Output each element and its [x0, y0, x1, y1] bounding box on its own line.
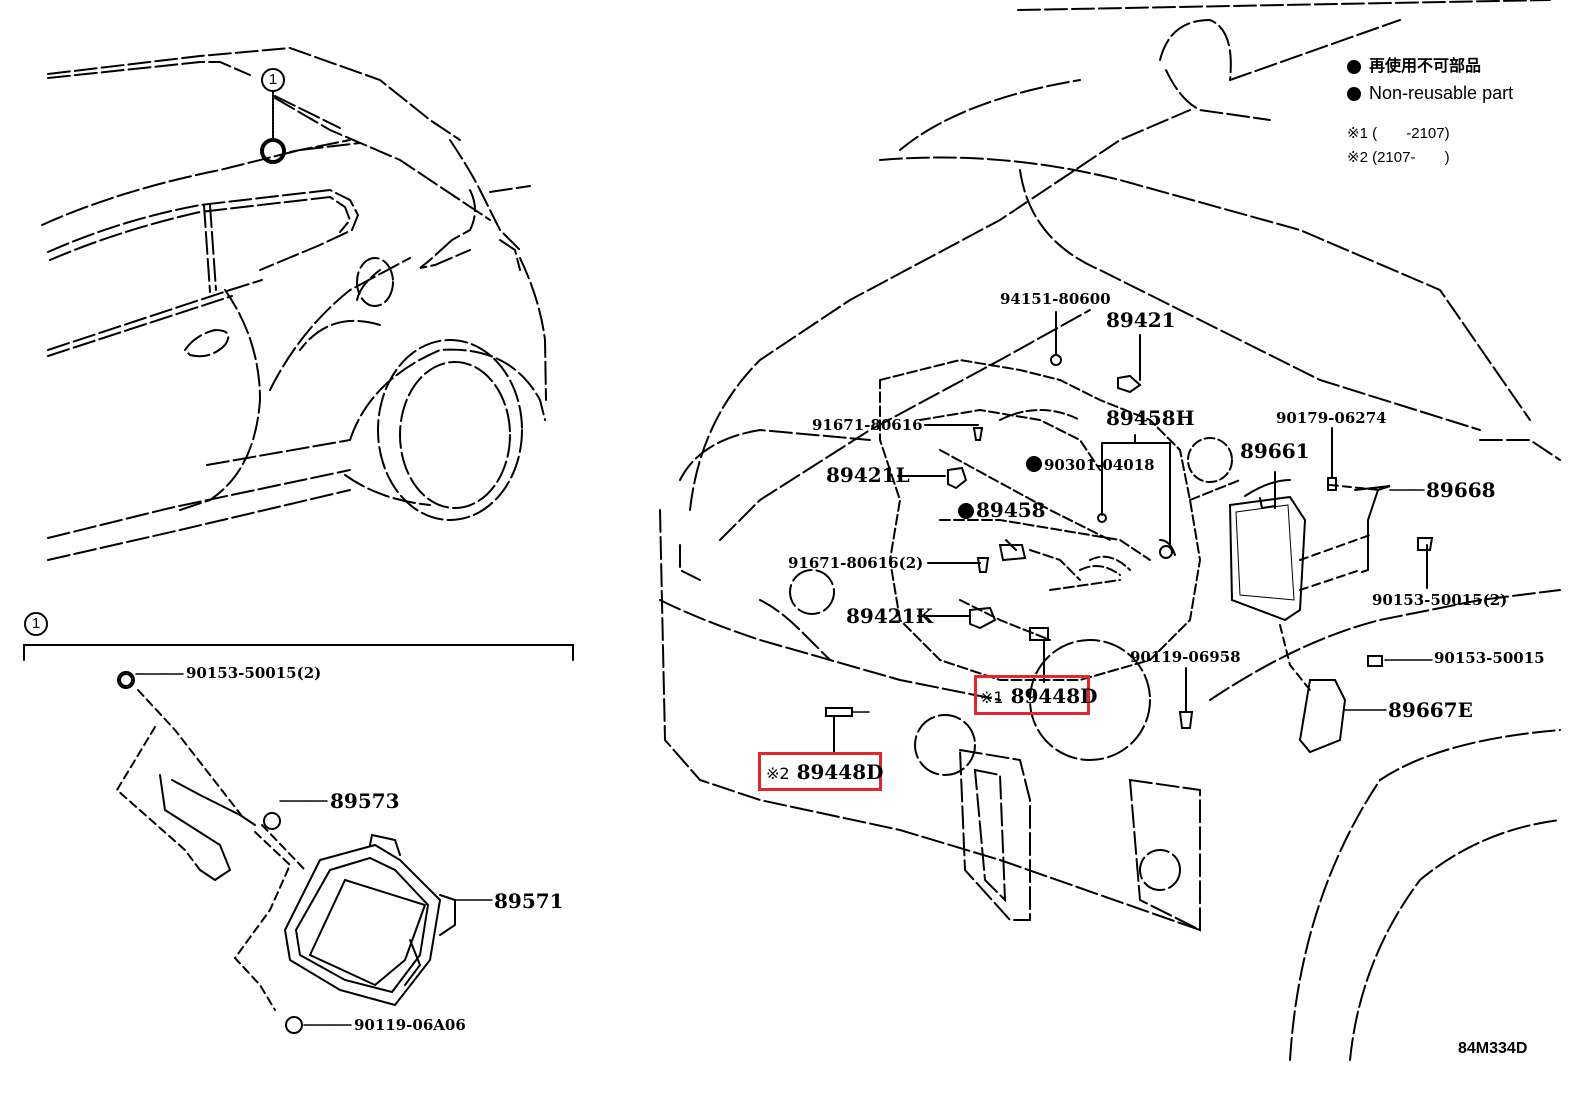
legend-jp-text: 再使用不可部品 [1369, 58, 1482, 75]
detail-callout-circle-1: 1 [24, 612, 48, 636]
part-label-89458h[interactable]: 89458H [1106, 406, 1195, 430]
part-label-89421k[interactable]: 89421K [846, 604, 933, 628]
part-label-90301-04018[interactable]: 90301-04018 [1026, 456, 1155, 473]
non-reusable-dot-icon [1026, 456, 1042, 472]
part-label-90153-50015-2-detail[interactable]: 90153-50015(2) [186, 664, 322, 682]
sensor-location-marker [260, 138, 286, 164]
part-label-89573[interactable]: 89573 [330, 789, 400, 813]
ecu-illustration [1228, 485, 1391, 622]
non-reusable-dot-icon [1347, 87, 1361, 102]
rear-car-illustration [41, 46, 547, 561]
callout-circle-1[interactable]: 1 [261, 68, 285, 92]
part-label-89668[interactable]: 89668 [1426, 478, 1496, 502]
highlight-box-89448d-1 [974, 675, 1090, 715]
legend-non-reusable-en: Non-reusable part [1347, 84, 1513, 102]
part-number-text: 89458 [976, 498, 1046, 522]
highlight-box-89448d-2 [758, 752, 882, 791]
part-label-89448d-note2[interactable]: ※2 89448D [766, 762, 884, 782]
legend-note-1: ※1 ( -2107) [1347, 125, 1450, 142]
non-reusable-dot-icon [958, 503, 974, 519]
part-label-89421l[interactable]: 89421L [826, 463, 910, 487]
part-label-89448d-note1[interactable]: ※1 89448D [980, 686, 1098, 706]
diagram-id: 84M334D [1458, 1040, 1528, 1057]
non-reusable-dot-icon [1347, 59, 1361, 74]
part-label-90119-06958[interactable]: 90119-06958 [1130, 648, 1241, 666]
part-label-89458[interactable]: 89458 [958, 500, 1046, 520]
part-label-89421[interactable]: 89421 [1106, 308, 1176, 332]
part-number-text: 90301-04018 [1044, 456, 1155, 474]
legend-en-text: Non-reusable part [1369, 83, 1514, 103]
part-number-text: 89448D [796, 760, 884, 784]
part-label-89667e[interactable]: 89667E [1388, 698, 1473, 722]
note-marker: ※2 [766, 764, 790, 783]
part-label-91671-80616[interactable]: 91671-80616 [812, 416, 923, 434]
part-label-89661[interactable]: 89661 [1240, 439, 1310, 463]
engine-illustration [879, 358, 1241, 681]
part-label-89571[interactable]: 89571 [494, 889, 564, 913]
part-label-90179-06274[interactable]: 90179-06274 [1276, 409, 1387, 427]
part-label-90119-06a06[interactable]: 90119-06A06 [354, 1016, 466, 1034]
note-marker: ※1 [980, 688, 1004, 707]
part-label-94151-80600[interactable]: 94151-80600 [1000, 290, 1111, 308]
part-label-91671-80616-2[interactable]: 91671-80616(2) [788, 554, 924, 572]
front-car-illustration [659, 0, 1561, 1061]
module-detail-illustration [115, 671, 456, 1034]
part-label-90153-50015-2[interactable]: 90153-50015(2) [1372, 591, 1508, 609]
legend-note-2: ※2 (2107- ) [1347, 149, 1450, 166]
part-label-90153-50015[interactable]: 90153-50015 [1434, 649, 1545, 667]
legend-non-reusable-jp: 再使用不可部品 [1347, 59, 1481, 75]
part-number-text: 89448D [1010, 684, 1098, 708]
